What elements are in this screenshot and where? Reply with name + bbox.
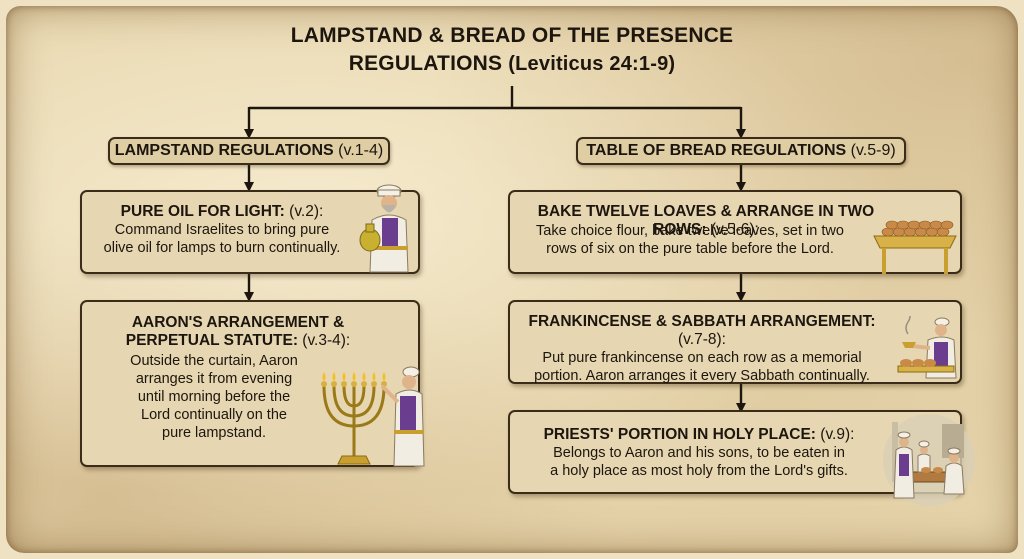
card-heading-line2: PERPETUAL STATUTE: (v.3-4): (122, 332, 354, 350)
heading-text: FRANKINCENSE & SABBATH ARRANGEMENT: (528, 313, 876, 330)
card-heading: PURE OIL FOR LIGHT: (v.2): (88, 203, 356, 221)
lampstand-regulations-header: LAMPSTAND REGULATIONS (v.1-4) (108, 137, 390, 165)
card-pure-oil: PURE OIL FOR LIGHT: (v.2): Command Israe… (80, 184, 420, 274)
verse-text: (v.9): (820, 426, 855, 443)
title-line2-text: REGULATIONS (348, 52, 503, 75)
card-heading-line1: AARON'S ARRANGEMENT & (131, 314, 345, 331)
card-body-line: Command Israelites to bring pure (114, 222, 330, 238)
verse-text: (v.7-8): (678, 331, 726, 348)
header-verse: (v.5-9) (850, 142, 896, 159)
card-heading: BAKE TWELVE LOAVES & ARRANGE IN TWO ROWS… (516, 203, 896, 239)
card-bake-twelve-loaves: BAKE TWELVE LOAVES & ARRANGE IN TWO ROWS… (508, 190, 962, 274)
card-body-line: a holy place as most holy from the Lord'… (550, 463, 848, 479)
priest-with-incense-icon (897, 316, 957, 379)
priest-with-oil-jar-icon (359, 184, 409, 273)
title-line1: LAMPSTAND & BREAD OF THE PRESENCE (290, 24, 734, 47)
heading-text: PURE OIL FOR LIGHT: (120, 203, 285, 220)
title-reference: (Leviticus 24:1-9) (508, 53, 676, 75)
table-with-loaves-icon (873, 220, 957, 274)
bread-regulations-header: TABLE OF BREAD REGULATIONS (v.5-9) (576, 137, 906, 165)
heading-text: BAKE TWELVE LOAVES & ARRANGE IN TWO ROWS… (537, 203, 875, 238)
heading-text: PRIESTS' PORTION IN HOLY PLACE: (543, 426, 816, 443)
card-aarons-arrangement: AARON'S ARRANGEMENT & PERPETUAL STATUTE:… (80, 300, 425, 467)
card-heading: PRIESTS' PORTION IN HOLY PLACE: (v.9): (516, 426, 882, 444)
verse-text: (v.2): (289, 203, 324, 220)
card-body-line: Belongs to Aaron and his sons, to be eat… (553, 445, 845, 461)
priest-with-menorah-icon (321, 366, 425, 467)
card-body-line: Outside the curtain, Aaron (130, 353, 298, 369)
priests-eating-icon (883, 414, 975, 506)
header-verse: (v.1-4) (338, 142, 384, 159)
diagram-title: LAMPSTAND & BREAD OF THE PRESENCE REGULA… (200, 22, 824, 78)
card-frankincense-sabbath: FRANKINCENSE & SABBATH ARRANGEMENT: (v.7… (508, 300, 962, 384)
card-body-line: rows of six on the pure table before the… (546, 241, 834, 257)
verse-text: (v.3-4): (302, 332, 351, 349)
header-label: LAMPSTAND REGULATIONS (114, 142, 334, 159)
card-body-line: pure lampstand. (162, 425, 266, 441)
card-body-line: arranges it from evening (135, 371, 293, 387)
card-priests-portion: PRIESTS' PORTION IN HOLY PLACE: (v.9): B… (508, 410, 975, 506)
card-body-line: Lord continually on the (141, 407, 287, 423)
title-line2: REGULATIONS (Leviticus 24:1-9) (200, 50, 824, 78)
card-body-line: until morning before the (137, 389, 291, 405)
card-body-line: portion. Aaron arranges it every Sabbath… (534, 368, 870, 384)
card-body-line: Take choice flour, bake twelve loaves, s… (536, 223, 844, 239)
card-body-line: Put pure frankincense on each row as a m… (542, 350, 862, 366)
card-body-line: olive oil for lamps to burn continually. (103, 240, 341, 256)
verse-text: (v.5-6): (710, 221, 759, 238)
heading-text: PERPETUAL STATUTE: (125, 332, 298, 349)
header-label: TABLE OF BREAD REGULATIONS (586, 142, 847, 159)
card-heading: FRANKINCENSE & SABBATH ARRANGEMENT: (v.7… (518, 313, 886, 349)
